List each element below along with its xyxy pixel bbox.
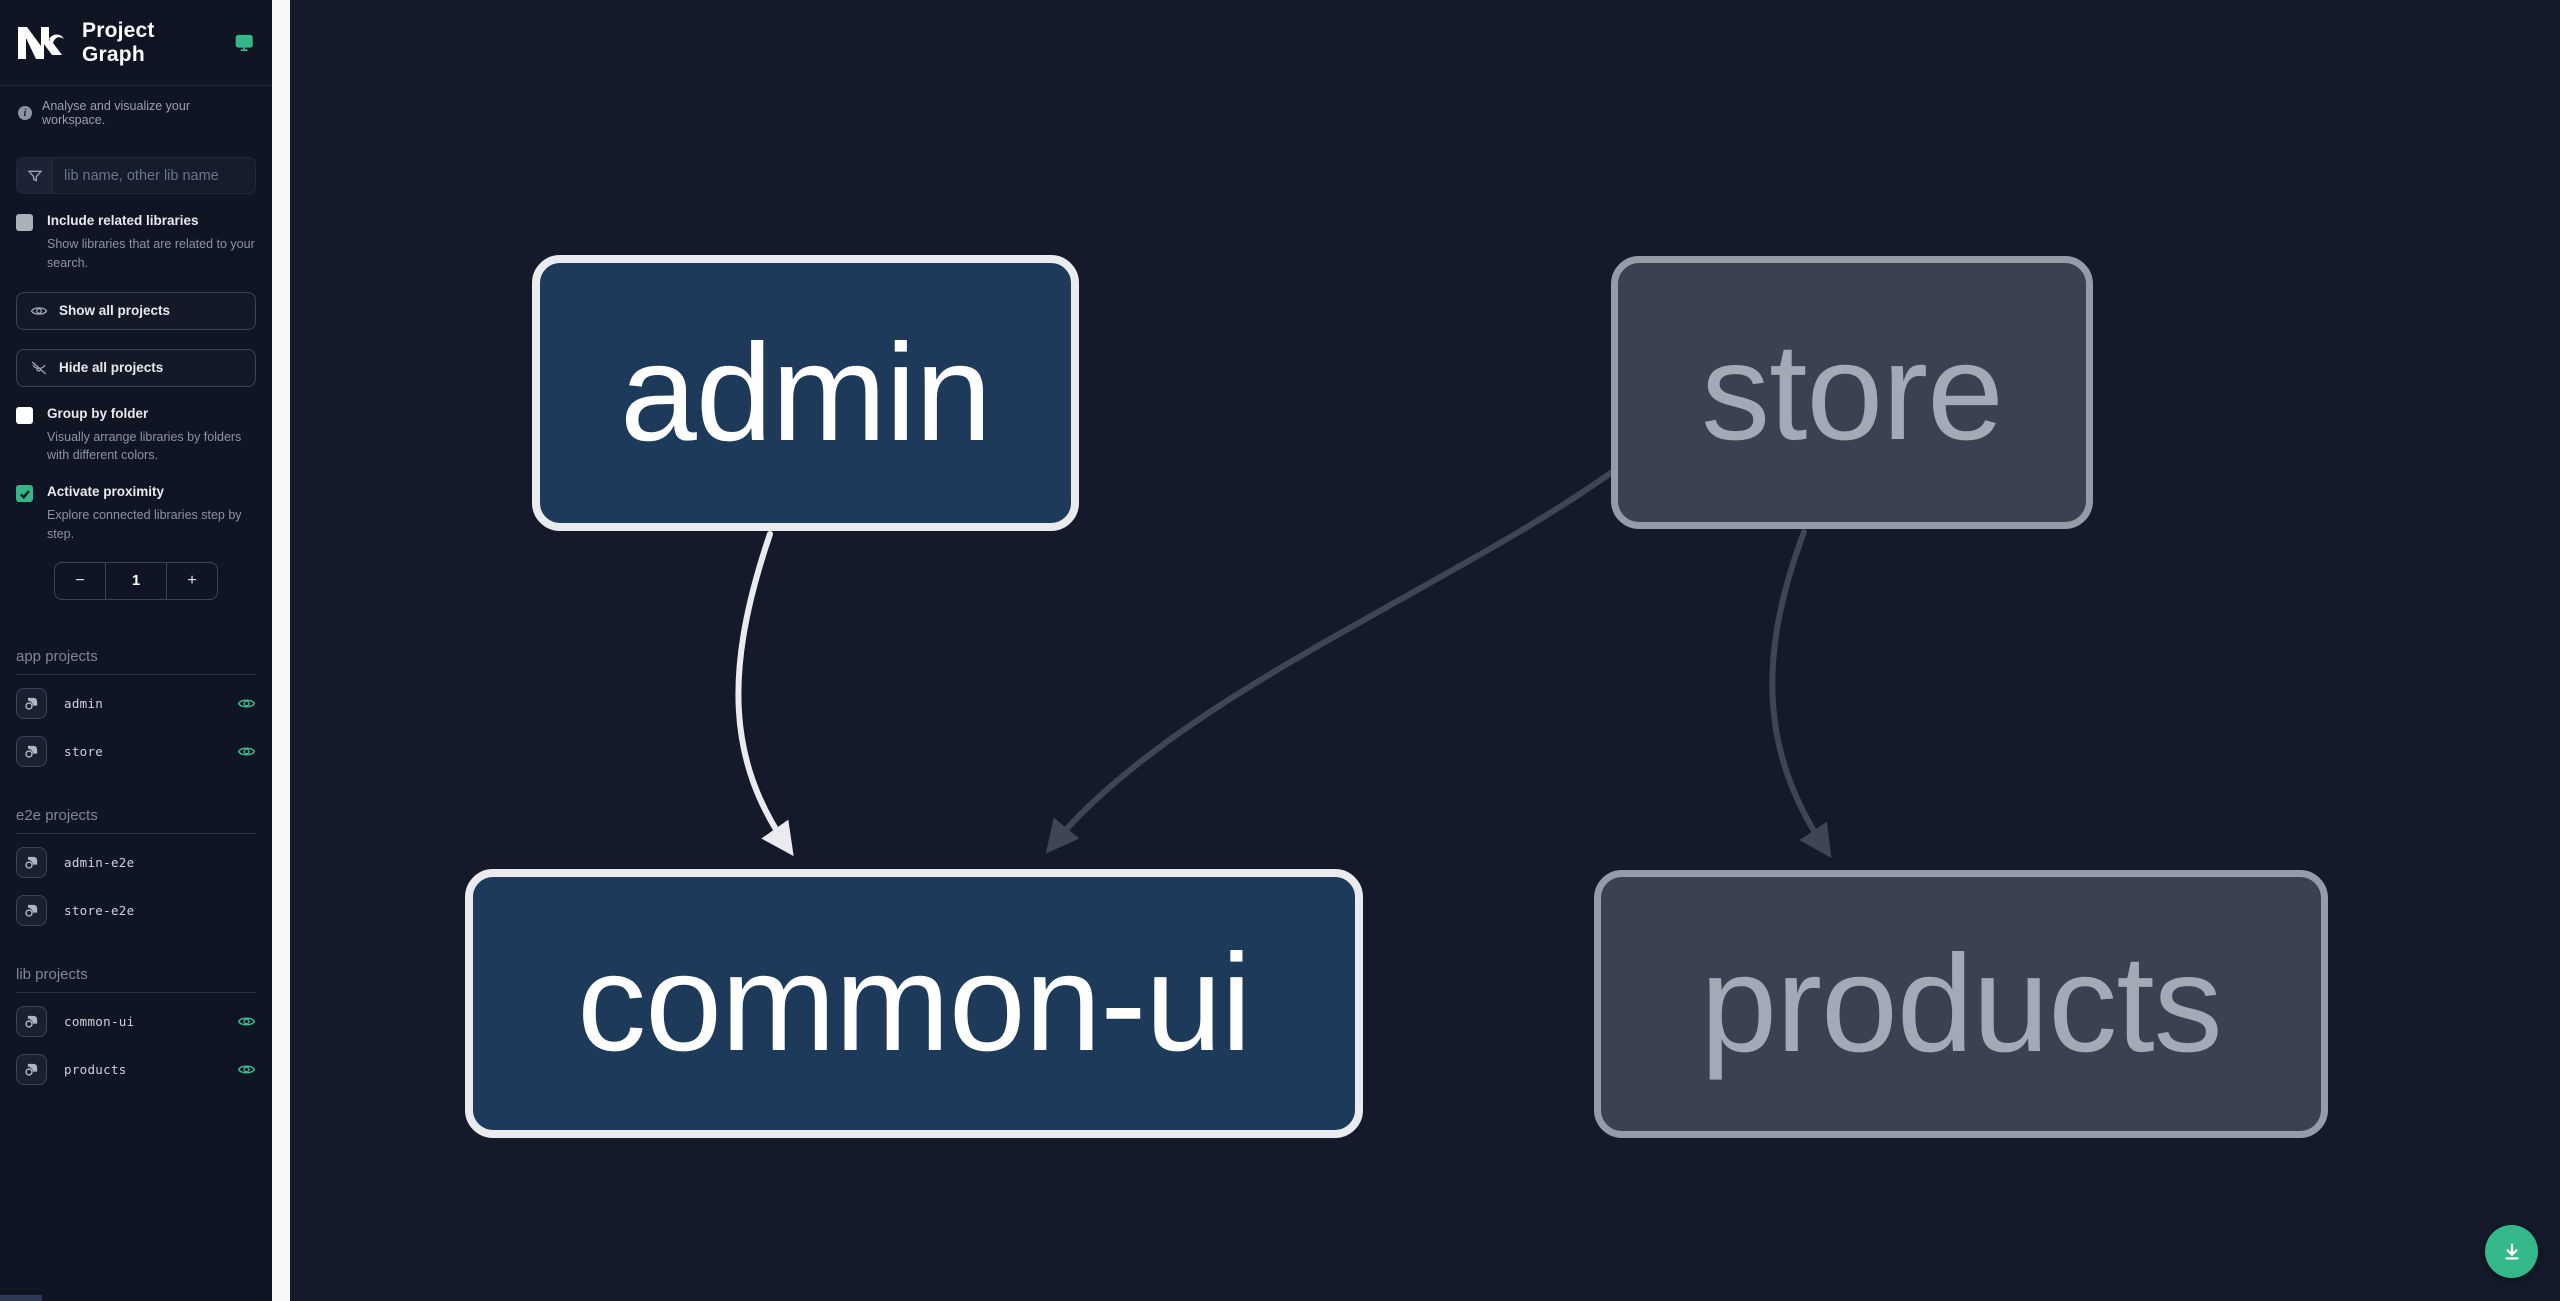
- increment-button[interactable]: +: [167, 563, 217, 599]
- group-by-folder-label: Group by folder: [47, 405, 149, 421]
- project-row-common-ui: common-ui: [16, 1003, 256, 1041]
- filter-funnel-icon: [17, 158, 53, 193]
- group-by-folder-checkbox-group: Group by folder Visually arrange librari…: [16, 406, 256, 466]
- sidebar-header: Project Graph: [0, 0, 272, 86]
- graph-edges: [735, 469, 1832, 859]
- group-by-folder-checkbox[interactable]: [16, 406, 33, 424]
- project-name: products: [64, 1062, 127, 1077]
- include-related-checkbox[interactable]: [16, 214, 33, 231]
- download-icon: [2504, 1243, 2519, 1260]
- include-related-checkbox-group: Include related libraries Show libraries…: [16, 213, 256, 273]
- project-sections: app projects admin store: [0, 648, 272, 1089]
- eye-off-icon: [31, 360, 47, 375]
- project-row-admin: admin: [16, 685, 256, 723]
- info-icon: i: [18, 106, 32, 120]
- edge-store-to-products: [1769, 529, 1832, 859]
- project-row-store: store: [16, 733, 256, 771]
- project-row-admin-e2e: admin-e2e: [16, 844, 256, 882]
- monitor-icon[interactable]: [234, 32, 254, 53]
- eye-icon: [30, 306, 48, 315]
- focus-magnifier-icon: [25, 745, 38, 758]
- show-all-projects-label: Show all projects: [59, 303, 171, 318]
- decrement-button[interactable]: −: [55, 563, 105, 599]
- focus-project-button[interactable]: [16, 688, 47, 719]
- focus-project-button[interactable]: [16, 847, 47, 878]
- nx-logo-icon: [18, 26, 64, 59]
- section-title: lib projects: [16, 966, 256, 993]
- focus-magnifier-icon: [25, 697, 38, 710]
- corner-accent: [0, 1295, 42, 1301]
- include-related-label: Include related libraries: [47, 213, 199, 228]
- hide-all-projects-button[interactable]: Hide all projects: [16, 348, 256, 387]
- visibility-eye-icon[interactable]: [237, 742, 256, 761]
- page-title: Project Graph: [82, 18, 155, 66]
- proximity-depth-stepper: − 1 +: [54, 561, 218, 600]
- project-section: lib projects common-ui products: [0, 966, 272, 1089]
- project-row-products: products: [16, 1051, 256, 1089]
- activate-proximity-description: Explore connected libraries step by step…: [47, 508, 242, 541]
- visibility-eye-icon[interactable]: [237, 694, 256, 713]
- focus-project-button[interactable]: [16, 895, 47, 926]
- section-title: app projects: [16, 648, 256, 675]
- sidebar: Project Graph i Analyse and visualize yo…: [0, 0, 272, 1301]
- include-related-description: Show libraries that are related to your …: [47, 237, 255, 270]
- show-all-projects-button[interactable]: Show all projects: [16, 291, 256, 330]
- activate-proximity-label: Activate proximity: [47, 484, 165, 499]
- graph-node-products[interactable]: products: [1594, 870, 2328, 1138]
- visibility-eye-icon[interactable]: [237, 1012, 256, 1031]
- focus-magnifier-icon: [25, 1063, 38, 1076]
- group-by-folder-description: Visually arrange libraries by folders wi…: [47, 429, 242, 463]
- project-name: store-e2e: [64, 903, 135, 918]
- workspace-info-text: Analyse and visualize your workspace.: [42, 99, 190, 127]
- focus-magnifier-icon: [25, 904, 38, 917]
- section-title: e2e projects: [16, 807, 256, 834]
- focus-magnifier-icon: [25, 856, 38, 869]
- sidebar-scrollbar[interactable]: [272, 0, 290, 1301]
- visibility-eye-icon[interactable]: [237, 1060, 256, 1079]
- focus-magnifier-icon: [25, 1015, 38, 1028]
- hide-all-projects-label: Hide all projects: [59, 360, 164, 375]
- workspace-info: i Analyse and visualize your workspace.: [0, 86, 272, 139]
- focus-project-button[interactable]: [16, 1054, 47, 1085]
- project-section: e2e projects admin-e2e store-e2e: [0, 807, 272, 930]
- graph-node-common-ui[interactable]: common-ui: [465, 869, 1363, 1138]
- project-name: admin: [64, 696, 104, 711]
- search-input[interactable]: [53, 158, 255, 193]
- search-box: [16, 157, 256, 194]
- proximity-depth-value: 1: [105, 562, 167, 599]
- download-graph-button[interactable]: [2485, 1225, 2538, 1278]
- activate-proximity-checkbox-group: Activate proximity Explore connected lib…: [16, 484, 256, 544]
- focus-project-button[interactable]: [16, 736, 47, 767]
- project-section: app projects admin store: [0, 648, 272, 771]
- edge-admin-to-common-ui: [735, 531, 794, 857]
- project-name: common-ui: [64, 1014, 135, 1029]
- project-name: admin-e2e: [64, 855, 135, 870]
- activate-proximity-checkbox[interactable]: [16, 485, 33, 502]
- focus-project-button[interactable]: [16, 1006, 47, 1037]
- graph-node-store[interactable]: store: [1611, 256, 2093, 529]
- edge-store-to-common-ui: [1045, 469, 1615, 854]
- graph-canvas[interactable]: admin store common-ui products: [290, 0, 2560, 1301]
- project-row-store-e2e: store-e2e: [16, 892, 256, 930]
- project-name: store: [64, 744, 104, 759]
- graph-node-admin[interactable]: admin: [532, 255, 1079, 531]
